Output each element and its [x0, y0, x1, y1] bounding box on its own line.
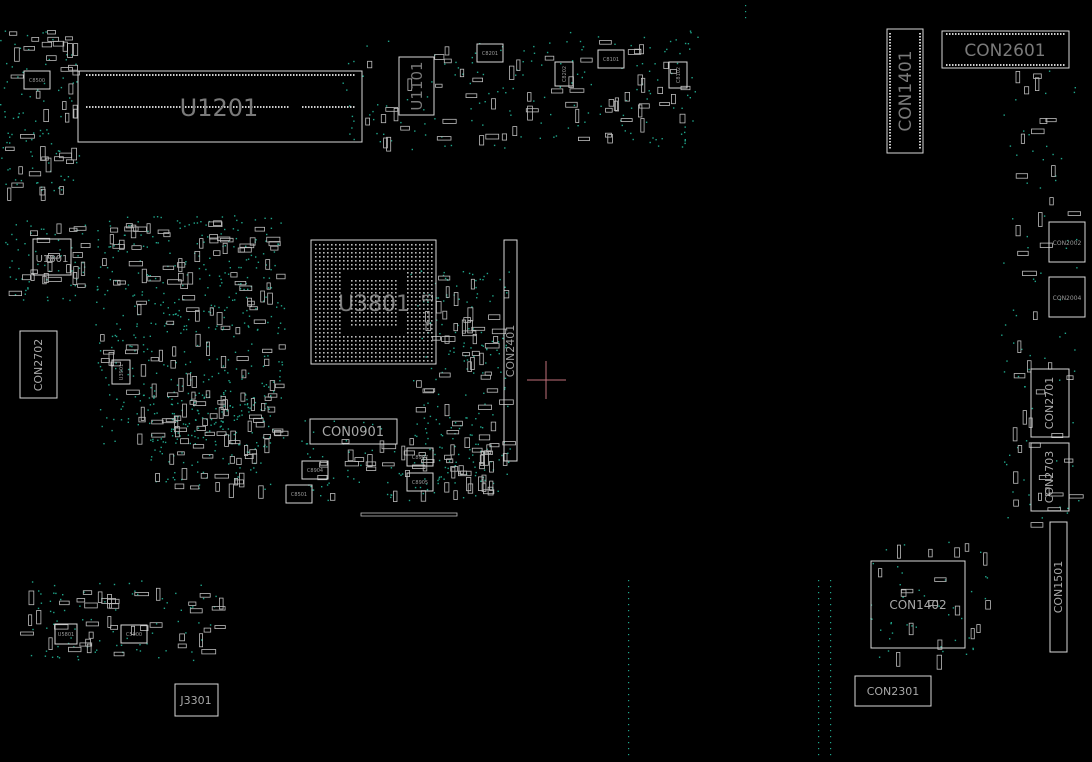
con2601-label: CON2601: [964, 41, 1045, 61]
c8905-label: C8905: [412, 480, 428, 486]
u3801-component[interactable]: U3801: [310, 239, 437, 365]
con1402-label: CON1402: [889, 598, 946, 612]
con2702-component[interactable]: CON2702: [19, 330, 58, 399]
c8102-label: C8102: [676, 67, 682, 83]
con2701-component[interactable]: CON2701: [1030, 368, 1070, 438]
con2401-component[interactable]: CON2401: [503, 239, 518, 462]
j3301-component[interactable]: J3301: [174, 683, 219, 717]
c8907-label: C8907: [412, 455, 428, 461]
c8904-component[interactable]: C8904: [301, 460, 329, 480]
crosshair-cursor-icon: [527, 361, 566, 399]
c5000-component[interactable]: C5000: [120, 624, 148, 644]
u5801-component[interactable]: U5801: [54, 623, 78, 645]
u1201-label: U1201: [180, 94, 259, 122]
con1501-component[interactable]: CON1501: [1049, 521, 1068, 653]
c8101-label: C8101: [603, 57, 619, 63]
u3901-label: U3901: [119, 364, 125, 380]
c8905-component[interactable]: C8905: [406, 472, 434, 492]
component-outline-layer: [5, 30, 1084, 670]
con2002-component[interactable]: CON2002: [1048, 221, 1086, 263]
c8907-component[interactable]: C8907: [406, 447, 434, 467]
c8500-label: C8500: [29, 78, 45, 84]
c8202-label: C8202: [562, 66, 568, 82]
con1402-component[interactable]: CON1402: [870, 560, 966, 649]
c8201-label: C8201: [482, 51, 498, 57]
u1801-component[interactable]: U1801: [32, 238, 72, 276]
con1401-label: CON1401: [896, 50, 916, 131]
con0901-component[interactable]: CON0901: [309, 418, 398, 445]
con2002-label: CON2002: [1053, 240, 1082, 247]
c8904-label: C8904: [307, 468, 323, 474]
con2401-label: CON2401: [504, 325, 517, 378]
bga-balls: [315, 244, 433, 362]
con0901-label: CON0901: [322, 425, 384, 440]
con2703-label: CON2703: [1043, 451, 1056, 504]
u1101-component[interactable]: U1101: [398, 56, 435, 116]
u3901-component[interactable]: U3901: [111, 359, 131, 385]
con2702-label: CON2702: [32, 339, 45, 392]
con2701-label: CON2701: [1043, 377, 1056, 430]
con1501-label: CON1501: [1052, 561, 1065, 614]
con2004-component[interactable]: CON2004: [1048, 276, 1086, 318]
con1401-component[interactable]: CON1401: [886, 28, 924, 154]
con2301-label: CON2301: [867, 685, 920, 698]
u3801-label: U3801: [338, 292, 410, 317]
j3301-label: J3301: [179, 694, 211, 707]
c8101-component[interactable]: C8101: [597, 49, 625, 69]
c8501-label: C8501: [291, 492, 307, 498]
con2004-label: CON2004: [1053, 295, 1082, 302]
c8500-component[interactable]: C8500: [23, 70, 51, 90]
via-layer: [0, 5, 1080, 756]
c5000-label: C5000: [126, 632, 142, 638]
u5801-label: U5801: [58, 632, 74, 638]
u1801-label: U1801: [36, 254, 69, 265]
c8201-component[interactable]: C8201: [476, 43, 504, 63]
con2703-component[interactable]: CON2703: [1030, 442, 1070, 512]
c8501-component[interactable]: C8501: [285, 484, 313, 504]
con2301-component[interactable]: CON2301: [854, 675, 932, 707]
u1101-label: U1101: [408, 61, 426, 110]
c8202-component[interactable]: C8202: [554, 61, 574, 87]
c8102-component[interactable]: C8102: [668, 61, 688, 89]
u1201-component[interactable]: U1201: [77, 70, 363, 143]
con2601-component[interactable]: CON2601: [941, 30, 1070, 69]
